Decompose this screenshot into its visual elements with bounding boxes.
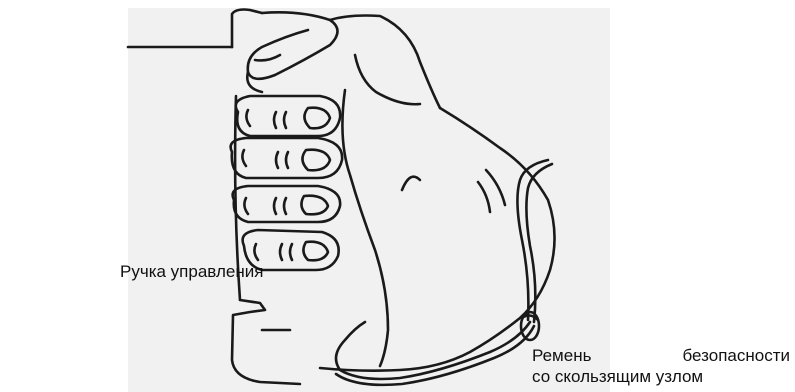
safety-strap-label-line1: Ремень безопасности bbox=[532, 345, 790, 366]
safety-strap-word2: безопасности bbox=[683, 345, 790, 366]
safety-strap-label-line2: со скользящим узлом bbox=[532, 366, 790, 387]
control-handle-label: Ручка управления bbox=[120, 261, 263, 282]
safety-strap-label: Ремень безопасности со скользящим узлом bbox=[532, 345, 790, 387]
safety-strap-word1: Ремень bbox=[532, 345, 591, 366]
